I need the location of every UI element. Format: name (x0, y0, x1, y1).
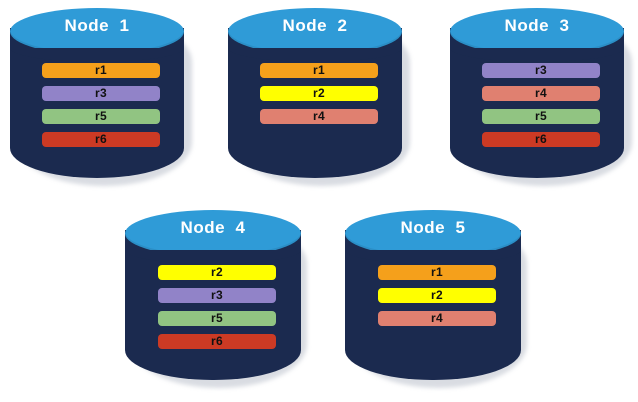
node-label-5: Node 5 (400, 218, 466, 237)
record-bar[interactable]: r1 (260, 63, 378, 78)
record-bar[interactable]: r3 (482, 63, 600, 78)
cylinder-lip (125, 250, 301, 264)
record-bar[interactable]: r2 (260, 86, 378, 101)
cylinder-top-ellipse (450, 8, 624, 55)
node-label-3: Node 3 (504, 16, 570, 35)
node-cylinder-4[interactable]: Node 4 r2 r3 r5 r6 (125, 210, 310, 392)
node-label-4: Node 4 (180, 218, 246, 237)
record-bar[interactable]: r4 (378, 311, 496, 326)
node-label-2: Node 2 (282, 16, 348, 35)
record-bar[interactable]: r3 (42, 86, 160, 101)
record-bar[interactable]: r5 (158, 311, 276, 326)
record-list-4: r2 r3 r5 r6 (158, 265, 276, 349)
record-list-3: r3 r4 r5 r6 (482, 63, 600, 147)
cylinder-top-ellipse (10, 8, 184, 55)
record-list-1: r1 r3 r5 r6 (42, 63, 160, 147)
cylinder-lip (228, 48, 402, 62)
record-bar[interactable]: r1 (378, 265, 496, 280)
node-label-1: Node 1 (64, 16, 130, 35)
record-bar[interactable]: r1 (42, 63, 160, 78)
cylinder-top-ellipse (228, 8, 402, 55)
cylinder-lip (345, 250, 521, 264)
record-bar[interactable]: r4 (482, 86, 600, 101)
record-bar[interactable]: r2 (378, 288, 496, 303)
record-bar[interactable]: r5 (42, 109, 160, 124)
record-bar[interactable]: r5 (482, 109, 600, 124)
record-list-2: r1 r2 r4 (260, 63, 378, 124)
node-cylinder-1[interactable]: Node 1 r1 r3 r5 r6 (10, 8, 192, 188)
record-bar[interactable]: r6 (482, 132, 600, 147)
cylinder-lip (450, 48, 624, 62)
node-cylinder-5[interactable]: Node 5 r1 r2 r4 (345, 210, 530, 392)
cylinder-lip (10, 48, 184, 62)
node-cylinder-3[interactable]: Node 3 r3 r4 r5 r6 (450, 8, 632, 188)
record-bar[interactable]: r4 (260, 109, 378, 124)
record-bar[interactable]: r6 (158, 334, 276, 349)
record-bar[interactable]: r3 (158, 288, 276, 303)
node-cylinder-2[interactable]: Node 2 r1 r2 r4 (228, 8, 410, 188)
cylinder-top-ellipse (125, 210, 301, 257)
cylinder-top-ellipse (345, 210, 521, 257)
record-bar[interactable]: r2 (158, 265, 276, 280)
record-bar[interactable]: r6 (42, 132, 160, 147)
record-list-5: r1 r2 r4 (378, 265, 496, 326)
